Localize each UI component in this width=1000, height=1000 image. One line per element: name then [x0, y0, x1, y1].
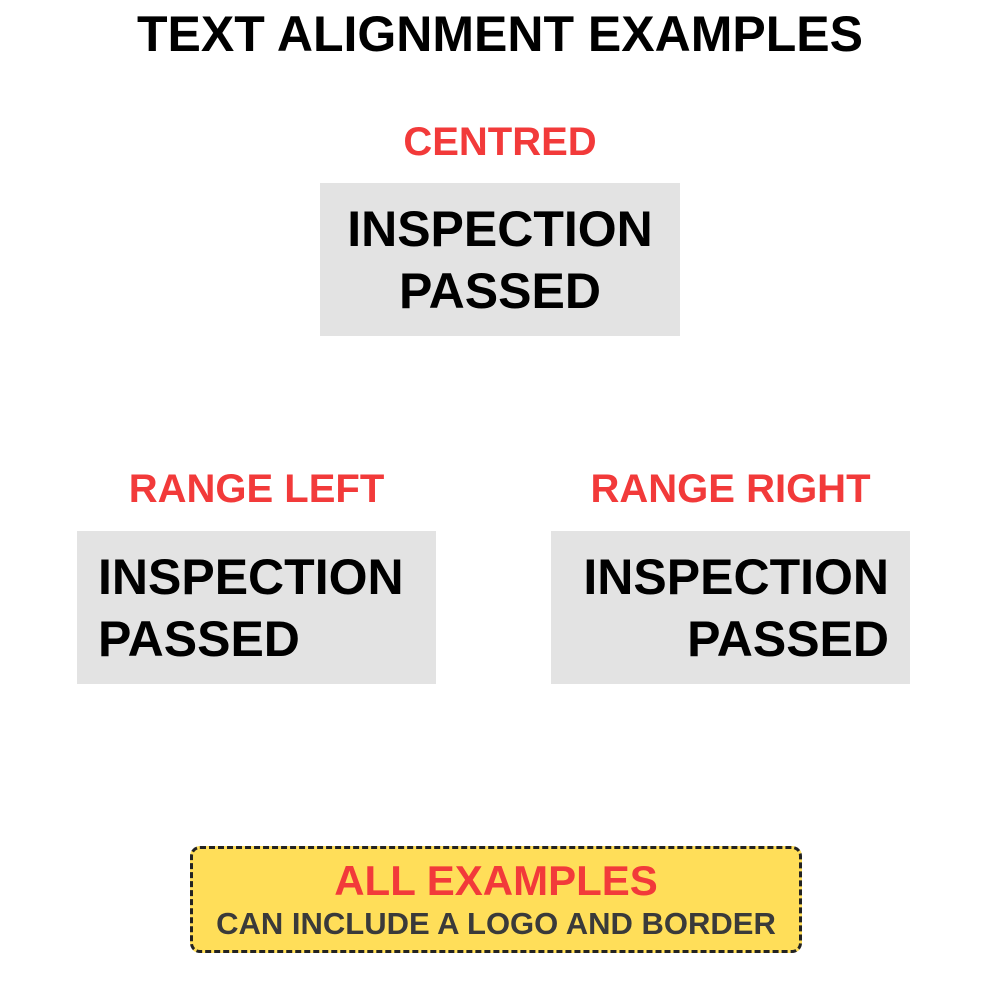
range-right-label: RANGE RIGHT [590, 467, 871, 511]
note-box: ALL EXAMPLES CAN INCLUDE A LOGO AND BORD… [190, 846, 802, 953]
range-left-label: RANGE LEFT [128, 467, 385, 511]
sign-line-1: INSPECTION [583, 549, 889, 605]
range-right-sign: INSPECTION PASSED [551, 531, 910, 684]
sign-line-1: INSPECTION [347, 201, 653, 257]
range-left-sign: INSPECTION PASSED [77, 531, 436, 684]
note-subtext: CAN INCLUDE A LOGO AND BORDER [216, 906, 776, 941]
centred-sign: INSPECTION PASSED [320, 183, 680, 336]
centred-label: CENTRED [403, 120, 597, 164]
sign-line-1: INSPECTION [98, 549, 404, 605]
note-headline: ALL EXAMPLES [334, 857, 658, 904]
page-title: TEXT ALIGNMENT EXAMPLES [137, 6, 863, 62]
sign-line-2: PASSED [399, 263, 601, 319]
sign-line-2: PASSED [687, 611, 889, 667]
sign-line-2: PASSED [98, 611, 300, 667]
